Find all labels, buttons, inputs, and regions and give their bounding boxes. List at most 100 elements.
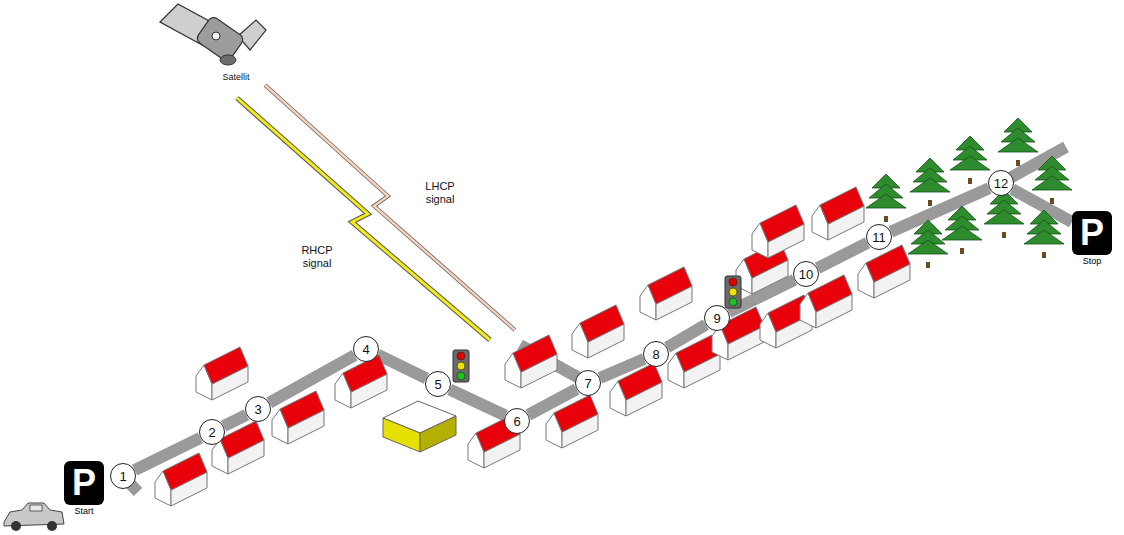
lhcp-beam [265, 85, 515, 330]
parking-caption: Stop [1083, 256, 1102, 266]
tree-trunk [1042, 252, 1046, 258]
houses [155, 187, 910, 506]
house-roof [648, 267, 692, 304]
rhcp-beam [237, 98, 490, 340]
tree-crown [950, 156, 990, 170]
house [712, 307, 764, 360]
road-segment [891, 188, 989, 231]
house-roof [760, 205, 804, 242]
signal-label: LHCP signal [416, 180, 464, 205]
parking-sign: PStop [1072, 211, 1112, 255]
yellow-building [383, 401, 456, 452]
building-side [383, 418, 420, 452]
house-roof [866, 245, 910, 282]
traffic-lamp [729, 278, 737, 286]
house-roof [554, 395, 598, 432]
callout-number: 2 [199, 419, 225, 445]
traffic-lights [453, 276, 741, 382]
callout-number: 6 [504, 408, 530, 434]
tree-crown [1024, 230, 1064, 244]
parking-letter: P [72, 465, 96, 501]
traffic-light-housing [453, 350, 469, 382]
callout-number: 10 [793, 261, 819, 287]
traffic-lamp [729, 288, 737, 296]
tree [942, 206, 982, 254]
traffic-lamp [457, 352, 465, 360]
solar-panel [238, 20, 266, 50]
callout-number-text: 1 [119, 470, 126, 483]
signal-label: RHCP signal [293, 244, 341, 269]
house-roof [618, 363, 662, 400]
car-wheel [47, 521, 57, 531]
callout-number-text: 5 [434, 378, 441, 391]
tree [866, 174, 906, 222]
house [812, 187, 864, 240]
house [196, 347, 248, 400]
tree-crown [866, 194, 906, 208]
tree-trunk [968, 178, 972, 184]
callout-number-text: 4 [362, 343, 369, 356]
house [272, 391, 324, 444]
callout-number-text: 9 [713, 312, 720, 325]
house [155, 453, 207, 506]
tree-crown [908, 240, 948, 254]
callout-number: 8 [643, 341, 669, 367]
satellite-detail [212, 32, 220, 40]
satellite-body [195, 15, 245, 63]
traffic-light [453, 350, 469, 382]
callout-number: 11 [866, 224, 892, 250]
tree-trunk [1016, 160, 1020, 166]
callout-number-text: 2 [208, 426, 215, 439]
callout-number: 7 [575, 370, 601, 396]
house [572, 305, 624, 358]
tree [984, 190, 1024, 238]
tree [910, 158, 950, 206]
house-roof [580, 305, 624, 342]
satellite-label: Satellit [216, 72, 256, 82]
tree-trunk [1050, 198, 1054, 204]
car-window [30, 505, 42, 511]
traffic-light [725, 276, 741, 308]
traffic-lamp [729, 298, 737, 306]
house [335, 355, 387, 408]
tree [1024, 210, 1064, 258]
signal-beams [237, 85, 515, 340]
tree [998, 118, 1038, 166]
parking-letter: P [1080, 215, 1104, 251]
tree-trunk [926, 262, 930, 268]
callout-number-text: 10 [799, 268, 813, 281]
house [640, 267, 692, 320]
callout-number-text: 7 [584, 377, 591, 390]
callout-number-text: 6 [513, 415, 520, 428]
tree-crown [942, 226, 982, 240]
callout-number: 9 [704, 305, 730, 331]
trees [866, 118, 1072, 268]
satellite-antenna [220, 55, 236, 65]
house [752, 205, 804, 258]
tree-crown [910, 178, 950, 192]
parking-caption: Start [74, 506, 93, 516]
tree-trunk [1002, 232, 1006, 238]
tree-crown [998, 138, 1038, 152]
house-roof [280, 391, 324, 428]
tree-trunk [884, 216, 888, 222]
car-icon [4, 503, 64, 531]
traffic-light-housing [725, 276, 741, 308]
road-segment [450, 390, 505, 416]
tree-crown [1032, 176, 1072, 190]
callout-number: 4 [353, 336, 379, 362]
house-roof [220, 421, 264, 458]
building-side [420, 416, 456, 452]
house [505, 335, 557, 388]
road-segment [224, 415, 247, 426]
lhcp-beam-outline [265, 85, 515, 330]
callout-number-text: 8 [652, 348, 659, 361]
callout-number: 1 [110, 463, 136, 489]
parking-sign: PStart [64, 461, 104, 505]
house-roof [204, 347, 248, 384]
road [123, 147, 1066, 492]
tree-trunk [928, 200, 932, 206]
